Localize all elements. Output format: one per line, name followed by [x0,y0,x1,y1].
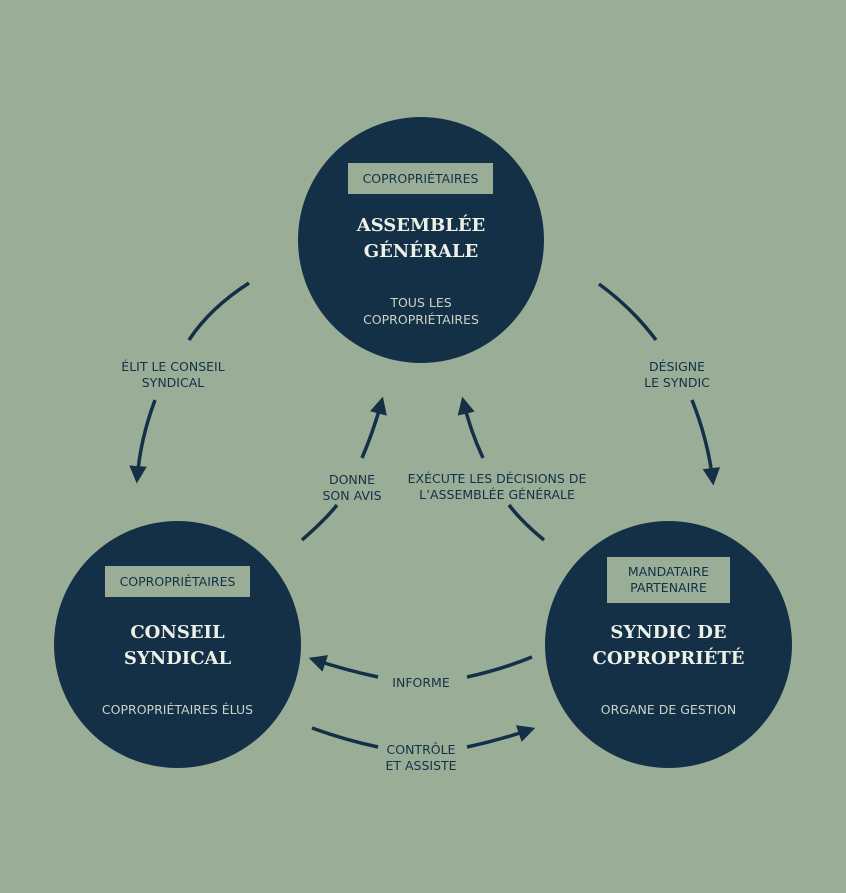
node-conseil-syndical: COPROPRIÉTAIRES CONSEIL SYNDICAL COPROPR… [54,521,301,768]
node-subtitle: COPROPRIÉTAIRES ÉLUS [101,702,254,717]
arrow-elit-lower [129,399,157,484]
node-assemblee-generale: COPROPRIÉTAIRES ASSEMBLÉE GÉNÉRALE TOUS … [298,117,544,363]
edge-label-elit: ÉLIT LE CONSEIL SYNDICAL [121,359,225,390]
node-tag: COPROPRIÉTAIRES [105,566,250,597]
node-tag: COPROPRIÉTAIRES [348,163,493,194]
arrow-controle-left [311,726,379,749]
node-tag: MANDATAIRE PARTENAIRE [607,557,730,603]
arrow-execute-lower [507,503,546,542]
arrow-donne-avis-upper [360,396,387,459]
arrow-designe-lower [690,399,721,486]
arrow-informe-right [466,655,533,679]
node-subtitle: TOUS LES COPROPRIÉTAIRES [363,295,479,327]
edge-label-controle: CONTRÔLE ET ASSISTE [385,742,457,773]
edge-label-donne-avis: DONNE SON AVIS [322,472,382,503]
arrow-designe-upper [597,282,658,342]
node-subtitle: ORGANE DE GESTION [600,702,737,717]
edge-label-execute: EXÉCUTE LES DÉCISIONS DE L’ASSEMBLÉE GÉN… [407,471,587,502]
arrow-execute-upper [457,396,485,459]
edge-label-designe: DÉSIGNE LE SYNDIC [644,359,710,390]
arrow-elit-upper [187,281,250,341]
node-title: SYNDIC DE COPROPRIÉTÉ [592,622,745,669]
edge-label-informe: INFORME [392,675,450,690]
arrow-donne-avis-lower [300,503,339,542]
arrow-informe-left [308,655,379,679]
node-syndic-de-copropriete: MANDATAIRE PARTENAIRE SYNDIC DE COPROPRI… [545,521,792,768]
arrow-controle-right [466,725,536,749]
node-title: ASSEMBLÉE GÉNÉRALE [356,215,486,262]
node-title: CONSEIL SYNDICAL [123,622,232,669]
